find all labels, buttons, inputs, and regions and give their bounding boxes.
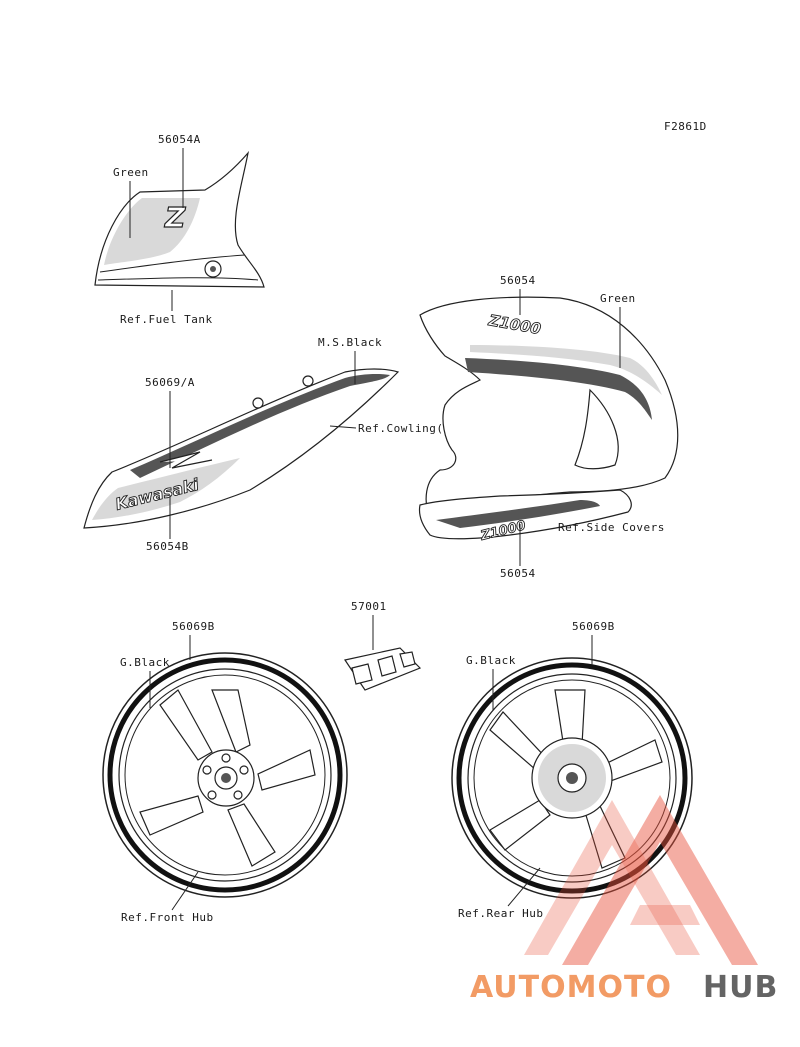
cowling-decal: Kawasaki — [83, 368, 400, 529]
figure-code: F2861D — [664, 120, 707, 133]
label-56069B-rear: 56069B — [572, 620, 615, 633]
automotohub-watermark: AUTOMOTO HUB — [470, 795, 778, 1005]
rear-wheel — [451, 657, 693, 899]
clip-57001 — [344, 647, 422, 691]
label-gblack-front: G.Black — [120, 656, 170, 669]
watermark-automoto: AUTOMOTO — [470, 970, 672, 1005]
label-56054A: 56054A — [158, 133, 201, 146]
label-ms-black: M.S.Black — [318, 336, 382, 349]
side-covers: Z1000 Z1000 — [418, 296, 679, 545]
tank-z-logo: Z — [164, 201, 186, 234]
label-ref-side-covers: Ref.Side Covers — [558, 521, 665, 534]
label-ref-fuel-tank: Ref.Fuel Tank — [120, 313, 213, 326]
label-56054-bottom: 56054 — [500, 567, 536, 580]
label-56069A: 56069/A — [145, 376, 195, 389]
front-wheel — [102, 652, 348, 898]
label-56054B: 56054B — [146, 540, 189, 553]
label-56069B-front: 56069B — [172, 620, 215, 633]
label-green-tank: Green — [113, 166, 149, 179]
label-ref-front-hub: Ref.Front Hub — [121, 911, 214, 924]
label-gblack-rear: G.Black — [466, 654, 516, 667]
label-ref-rear-hub: Ref.Rear Hub — [458, 907, 543, 920]
label-green-covers: Green — [600, 292, 636, 305]
label-57001: 57001 — [351, 600, 387, 613]
label-56054-top: 56054 — [500, 274, 536, 287]
fuel-tank-decal: Z — [94, 150, 265, 288]
watermark-logo-icon — [562, 795, 758, 965]
watermark-hub: HUB — [703, 970, 778, 1005]
